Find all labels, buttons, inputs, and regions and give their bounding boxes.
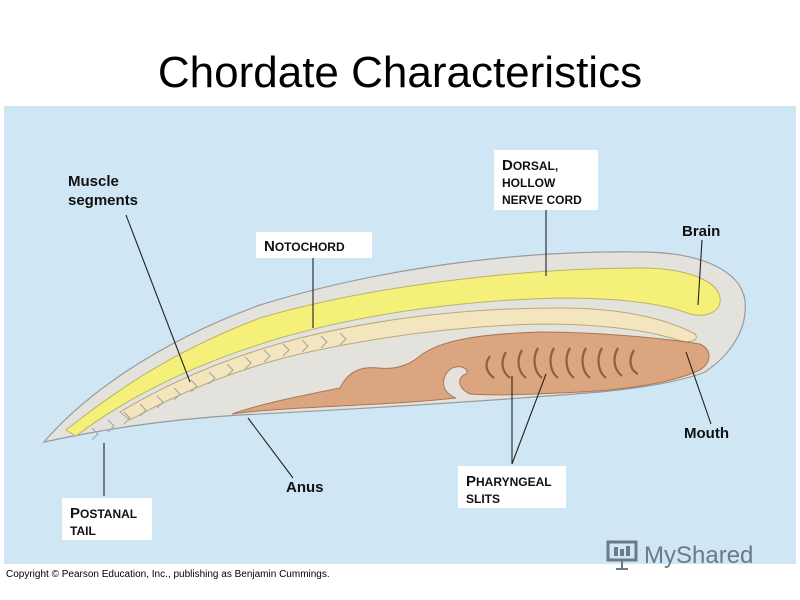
notochord — [119, 307, 697, 421]
muscle-label-line1: Muscle — [68, 173, 119, 190]
mouth-label: Mouth — [684, 425, 729, 442]
dorsal-label-box — [494, 150, 598, 210]
brain-label: Brain — [682, 223, 720, 240]
slide-title: Chordate Characteristics — [157, 48, 643, 97]
postanal-label-line1: POSTANAL — [70, 505, 137, 522]
copyright-footer: Copyright © Pearson Education, Inc., pub… — [6, 569, 330, 580]
dorsal-label-line2: HOLLOW — [502, 176, 556, 190]
pharyngeal-label-line2: SLITS — [466, 492, 500, 506]
mouth-leader — [685, 351, 712, 425]
anus-leader — [247, 417, 294, 479]
dorsal-label-line1: DORSAL, — [502, 157, 558, 174]
pharyngeal-slits — [485, 347, 639, 379]
logo-text: MyShared — [644, 542, 753, 569]
presentation-icon: MyShared — [606, 540, 753, 570]
postanal-label-box — [62, 498, 152, 540]
muscle-label-line2: segments — [68, 192, 138, 209]
anus-label: Anus — [286, 479, 324, 496]
myshared-logo: MyShared — [606, 536, 776, 572]
muscle-leader — [125, 214, 191, 383]
leader-lines — [103, 208, 712, 496]
muscle-segments — [91, 332, 347, 441]
pharyngeal-leader-2 — [511, 373, 547, 465]
postanal-label-line2: TAIL — [70, 524, 96, 538]
notochord-label: NOTOCHORD — [264, 238, 345, 255]
notochord-label-box — [256, 232, 372, 258]
pharyngeal-label-line1: PHARYNGEAL — [466, 473, 552, 490]
brain-leader — [697, 239, 703, 306]
body-outline — [42, 251, 746, 443]
pharyngeal-label-box — [458, 466, 566, 508]
nerve-cord — [65, 267, 721, 437]
dorsal-label-line3: NERVE CORD — [502, 193, 582, 207]
gut — [231, 331, 710, 415]
